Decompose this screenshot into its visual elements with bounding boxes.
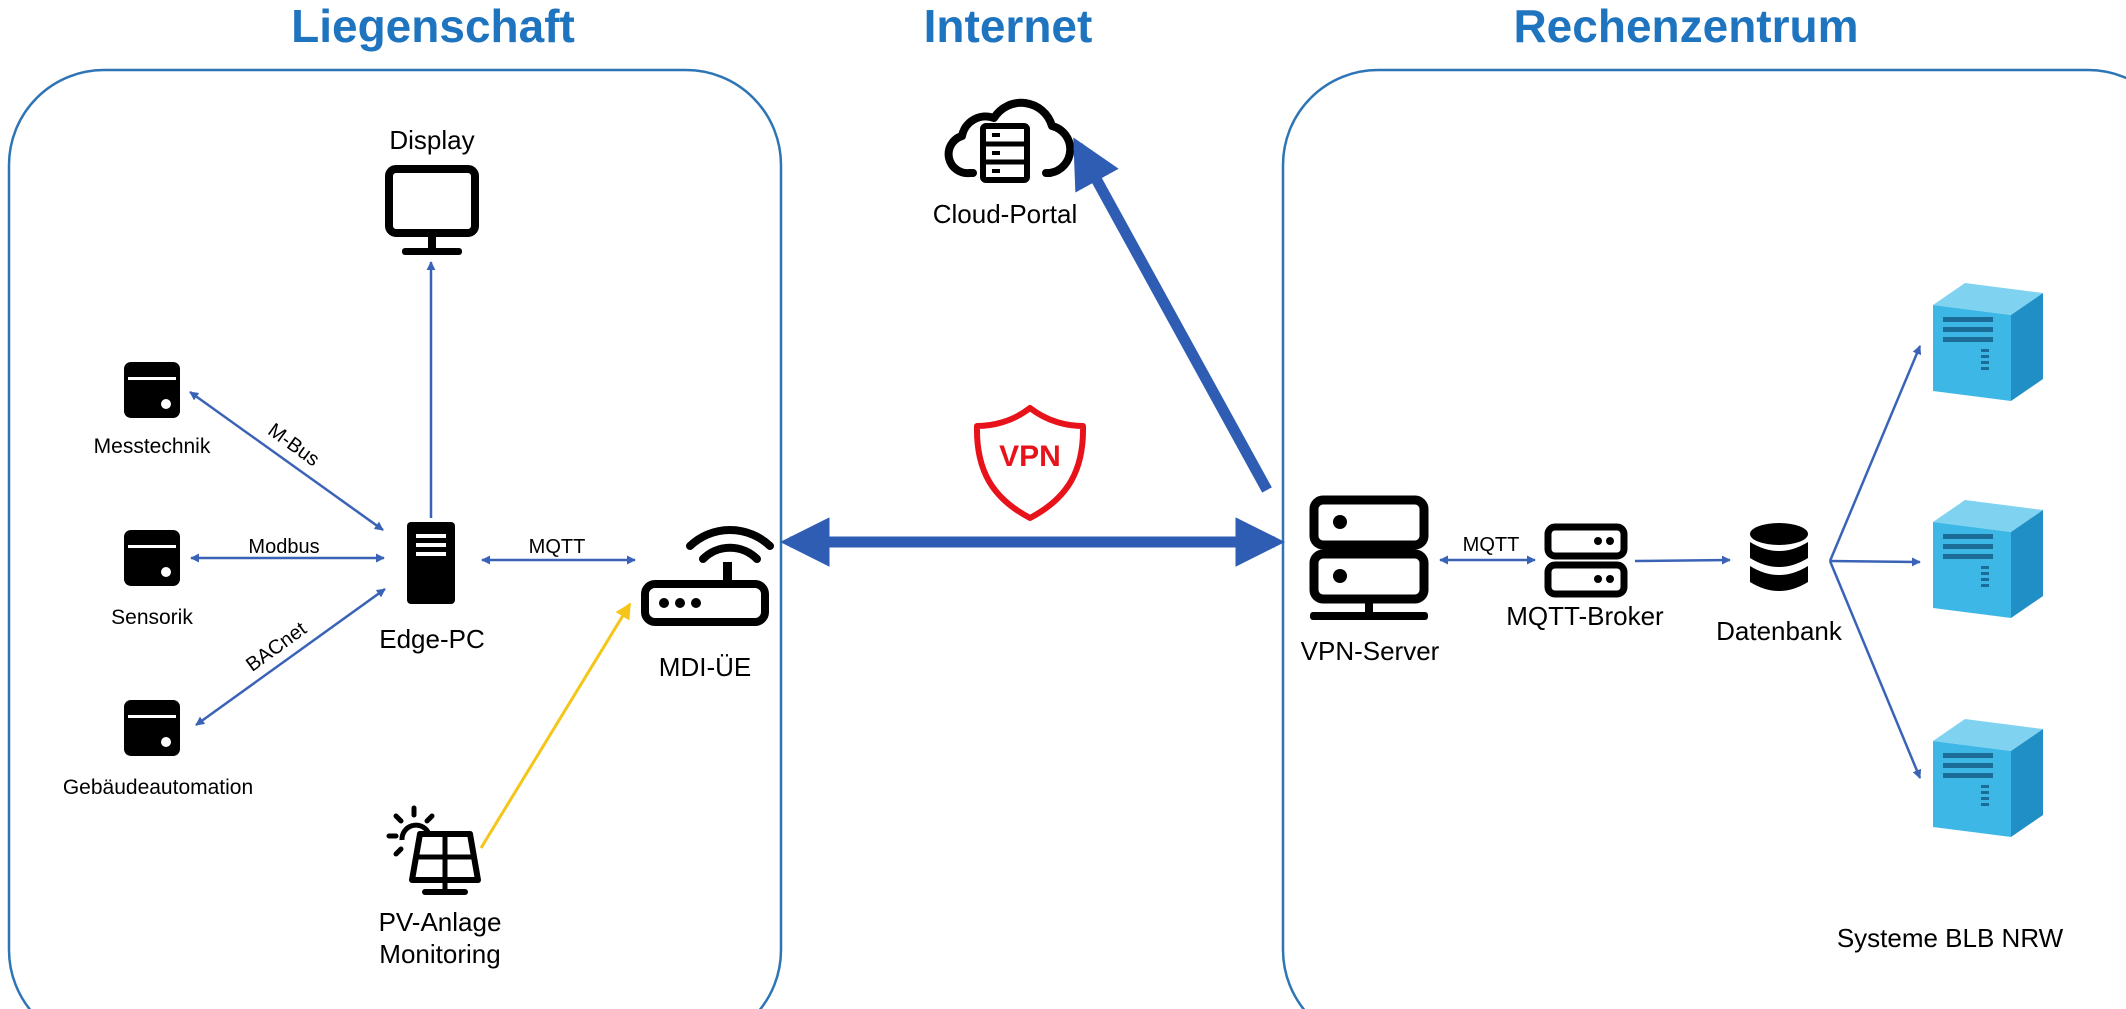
- edge-pc-label: Edge-PC: [379, 624, 485, 654]
- broker-server-icon: [1544, 523, 1628, 598]
- database-icon: [1750, 523, 1808, 591]
- systems-label: Systeme BLB NRW: [1837, 923, 2064, 953]
- gebaeudeautomation-device-icon: [124, 700, 180, 756]
- solar-panel-icon: [386, 805, 481, 895]
- db-to-system2-arrow: [1829, 557, 1921, 567]
- section-title-internet: Internet: [924, 0, 1093, 52]
- mqtt-server-label: MQTT: [1463, 534, 1520, 556]
- pc-tower-icon: [407, 522, 455, 604]
- mqtt-edge-label: MQTT: [529, 536, 586, 558]
- messtechnik-label: Messtechnik: [94, 435, 211, 458]
- gebaeudeautomation-label: Gebäudeautomation: [63, 776, 253, 799]
- modbus-label: Modbus: [248, 536, 319, 558]
- pv-to-router-arrow: [479, 602, 632, 849]
- section-title-datacenter: Rechenzentrum: [1513, 0, 1858, 52]
- monitor-icon: [385, 165, 479, 255]
- display-label: Display: [389, 125, 474, 155]
- mqtt-broker-label: MQTT-Broker: [1506, 601, 1664, 631]
- section-title-property: Liegenschaft: [291, 0, 575, 52]
- blb-server-icon-1: [1933, 283, 2043, 401]
- sensorik-label: Sensorik: [111, 606, 193, 629]
- broker-to-db-arrow: [1634, 555, 1731, 565]
- pv-label-line1: PV-Anlage: [379, 907, 502, 937]
- mdi-ue-label: MDI-ÜE: [659, 652, 751, 682]
- router-icon: [641, 526, 774, 626]
- datenbank-label: Datenbank: [1716, 616, 1843, 646]
- cloud-portal-label: Cloud-Portal: [933, 199, 1078, 229]
- db-to-system1-arrow: [1828, 345, 1922, 562]
- bacnet-arrow: [195, 587, 386, 727]
- vpn-server-label: VPN-Server: [1301, 636, 1440, 666]
- messtechnik-device-icon: [124, 362, 180, 418]
- vpn-badge-text: VPN: [999, 440, 1061, 473]
- mbus-label: M-Bus: [264, 419, 324, 471]
- mbus-arrow: [189, 390, 384, 532]
- blb-server-icon-2: [1933, 500, 2043, 618]
- sensorik-device-icon: [124, 530, 180, 586]
- db-to-system3-arrow: [1828, 560, 1922, 779]
- pv-label-line2: Monitoring: [379, 939, 500, 969]
- cloud-link-arrow: [1073, 137, 1272, 493]
- cloud-server-icon: [944, 98, 1075, 183]
- server-rack-icon: [1309, 495, 1429, 620]
- blb-server-icon-3: [1933, 719, 2043, 837]
